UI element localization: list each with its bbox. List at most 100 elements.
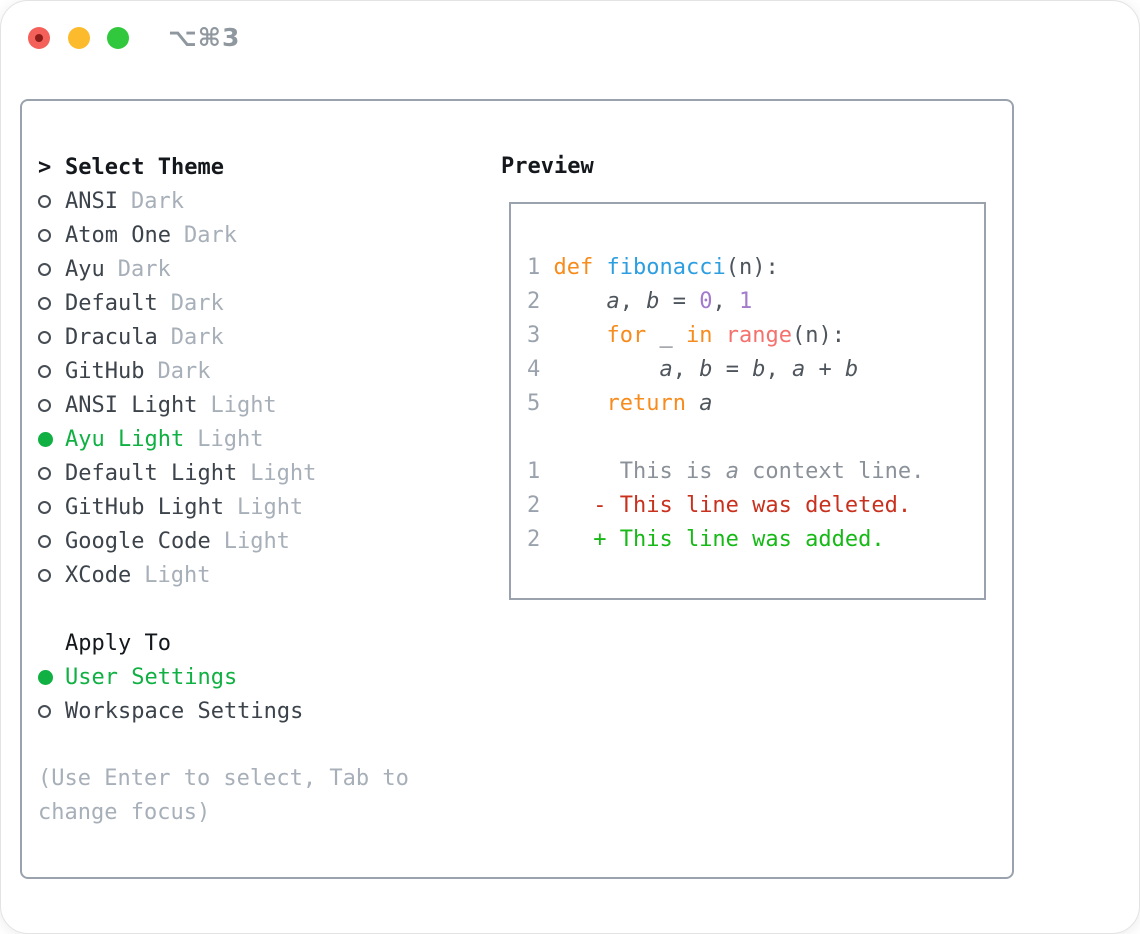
token-var: b (646, 289, 660, 314)
apply-to-option-user-settings[interactable]: User Settings (38, 660, 478, 694)
option-label: GitHub Light (65, 494, 224, 520)
token-var: b (844, 357, 859, 382)
radio-unselected-icon[interactable] (38, 568, 65, 582)
line-number: 1 (527, 459, 541, 484)
token-kw: def (553, 255, 607, 280)
option-label: Atom One (65, 222, 171, 248)
token-ctx: This is (540, 459, 726, 484)
option-variant-tag: Dark (157, 358, 211, 384)
token-fg: , (619, 289, 647, 314)
token-var: a (606, 289, 620, 314)
theme-option-ansi-light[interactable]: ANSI Light Light (38, 388, 478, 422)
radio-unselected-icon[interactable] (38, 704, 65, 718)
theme-option-google-code[interactable]: Google Code Light (38, 524, 478, 558)
radio-unselected-icon[interactable] (38, 262, 65, 276)
preview-code-line: 2 + This line was added. (527, 523, 984, 557)
token-ctxv: a (725, 459, 739, 484)
window-shortcut-label: ⌥⌘3 (168, 23, 241, 52)
token-fg: , (672, 357, 700, 382)
option-label: Default Light (65, 460, 238, 486)
option-variant-tag: Light (144, 562, 211, 588)
option-variant-tag: Dark (170, 324, 224, 350)
option-variant-tag: Light (197, 426, 264, 452)
radio-unselected-icon[interactable] (38, 194, 65, 208)
select-theme-header: >Select Theme (38, 150, 478, 184)
option-label: User Settings (65, 664, 238, 690)
token-fg: (n): (791, 323, 845, 348)
radio-unselected-icon[interactable] (38, 228, 65, 242)
token-fg: (n): (725, 255, 779, 280)
radio-unselected-icon[interactable] (38, 534, 65, 548)
apply-to-option-workspace-settings[interactable]: Workspace Settings (38, 694, 478, 728)
help-text-line: (Use Enter to select, Tab to (38, 766, 409, 791)
token-fg: + (805, 357, 845, 382)
zoom-button[interactable] (107, 27, 129, 49)
radio-unselected-icon[interactable] (38, 330, 65, 344)
token-var: a (699, 391, 713, 416)
theme-option-ayu-light[interactable]: Ayu Light Light (38, 422, 478, 456)
radio-unselected-icon[interactable] (38, 364, 65, 378)
minimize-button[interactable] (68, 27, 90, 49)
preview-code-line: 4 a, b = b, a + b (527, 353, 984, 387)
preview-code-line (527, 421, 984, 455)
preview-code-line: 1 This is a context line. (527, 455, 984, 489)
token-fg (540, 323, 606, 348)
radio-selected-icon[interactable] (38, 431, 65, 447)
radio-unselected-icon[interactable] (38, 398, 65, 412)
preview-code-line: 2 a, b = 0, 1 (527, 285, 984, 319)
line-number: 5 (527, 391, 541, 416)
line-number: 2 (527, 289, 541, 314)
token-fg (540, 391, 606, 416)
preview-code-line: 5 return a (527, 387, 984, 421)
radio-unselected-icon[interactable] (38, 500, 65, 514)
token-const: 0 (699, 289, 713, 314)
option-label: Ayu Light (65, 426, 185, 452)
close-button[interactable] (28, 27, 50, 49)
token-fg: , (765, 357, 792, 382)
token-fg: , (712, 289, 739, 314)
theme-option-dracula[interactable]: Dracula Dark (38, 320, 478, 354)
preview-code-line: 1 def fibonacci(n): (527, 251, 984, 285)
radio-unselected-icon[interactable] (38, 466, 65, 480)
option-variant-tag: Dark (117, 256, 171, 282)
token-kw: for (606, 323, 660, 348)
token-var: b (752, 357, 766, 382)
window-titlebar: ⌥⌘3 (1, 1, 1139, 76)
option-label: Google Code (65, 528, 211, 554)
token-fg: = (712, 357, 753, 382)
token-var: a (659, 357, 673, 382)
token-var: b (699, 357, 713, 382)
radio-selected-icon[interactable] (38, 669, 65, 685)
line-number: 1 (527, 255, 541, 280)
radio-unselected-icon[interactable] (38, 296, 65, 310)
option-label: Default (65, 290, 158, 316)
token-fg (540, 357, 659, 382)
token-fg (540, 255, 553, 280)
line-number: 2 (527, 493, 541, 518)
line-number: 2 (527, 527, 541, 552)
token-ctx: context line. (738, 459, 925, 484)
token-fg: = (659, 289, 700, 314)
token-add: + This line was added. (540, 527, 885, 552)
option-variant-tag: Light (236, 494, 304, 520)
help-text-line: change focus) (38, 800, 211, 825)
theme-option-xcode[interactable]: XCode Light (38, 558, 478, 592)
option-variant-tag: Light (223, 528, 290, 554)
option-label: ANSI Light (65, 392, 198, 418)
preview-code-line: 3 for _ in range(n): (527, 319, 984, 353)
option-label: XCode (65, 562, 132, 588)
token-fn: fibonacci (606, 255, 726, 280)
focus-prompt-icon: > (38, 154, 52, 180)
theme-option-github-light[interactable]: GitHub Light Light (38, 490, 478, 524)
option-variant-tag: Light (210, 392, 277, 418)
option-label: Dracula (65, 324, 158, 350)
